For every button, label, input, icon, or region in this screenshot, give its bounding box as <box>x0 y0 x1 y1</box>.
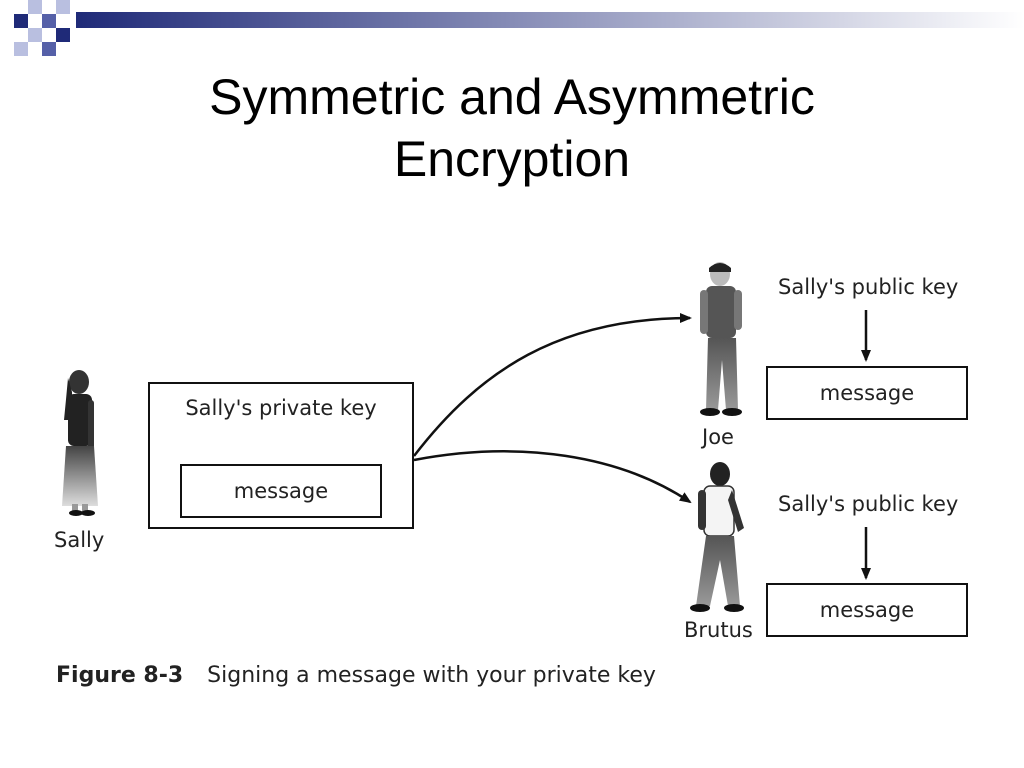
joe-person-icon <box>700 262 742 416</box>
signed-message-label: message <box>233 479 329 503</box>
joe-message-box: message <box>766 366 968 420</box>
slide-title: Symmetric and Asymmetric Encryption <box>0 66 1024 190</box>
figure-caption: Figure 8-3 Signing a message with your pr… <box>56 663 656 688</box>
corner-decoration <box>0 0 70 56</box>
joe-label: Joe <box>702 425 734 449</box>
arrow-to-joe <box>413 313 692 457</box>
brutus-person-icon <box>690 462 744 612</box>
brutus-message-label: message <box>819 598 915 622</box>
figure-number: Figure 8-3 <box>56 663 184 688</box>
arrow-to-brutus <box>413 450 692 504</box>
figure-caption-text: Signing a message with your private key <box>207 663 656 688</box>
joe-public-key-label: Sally's public key <box>778 275 959 299</box>
private-key-label: Sally's private key <box>185 396 377 420</box>
brutus-label: Brutus <box>684 618 753 642</box>
joe-message-label: message <box>819 381 915 405</box>
slide-title-line-2: Encryption <box>393 131 631 187</box>
header-gradient-bar <box>76 12 1024 28</box>
sally-label: Sally <box>54 528 105 552</box>
brutus-message-box: message <box>766 583 968 637</box>
brutus-public-key-label: Sally's public key <box>778 492 959 516</box>
signed-message-box: message <box>180 464 382 518</box>
sally-person-icon <box>62 370 98 516</box>
slide-title-line-1: Symmetric and Asymmetric <box>209 69 815 125</box>
